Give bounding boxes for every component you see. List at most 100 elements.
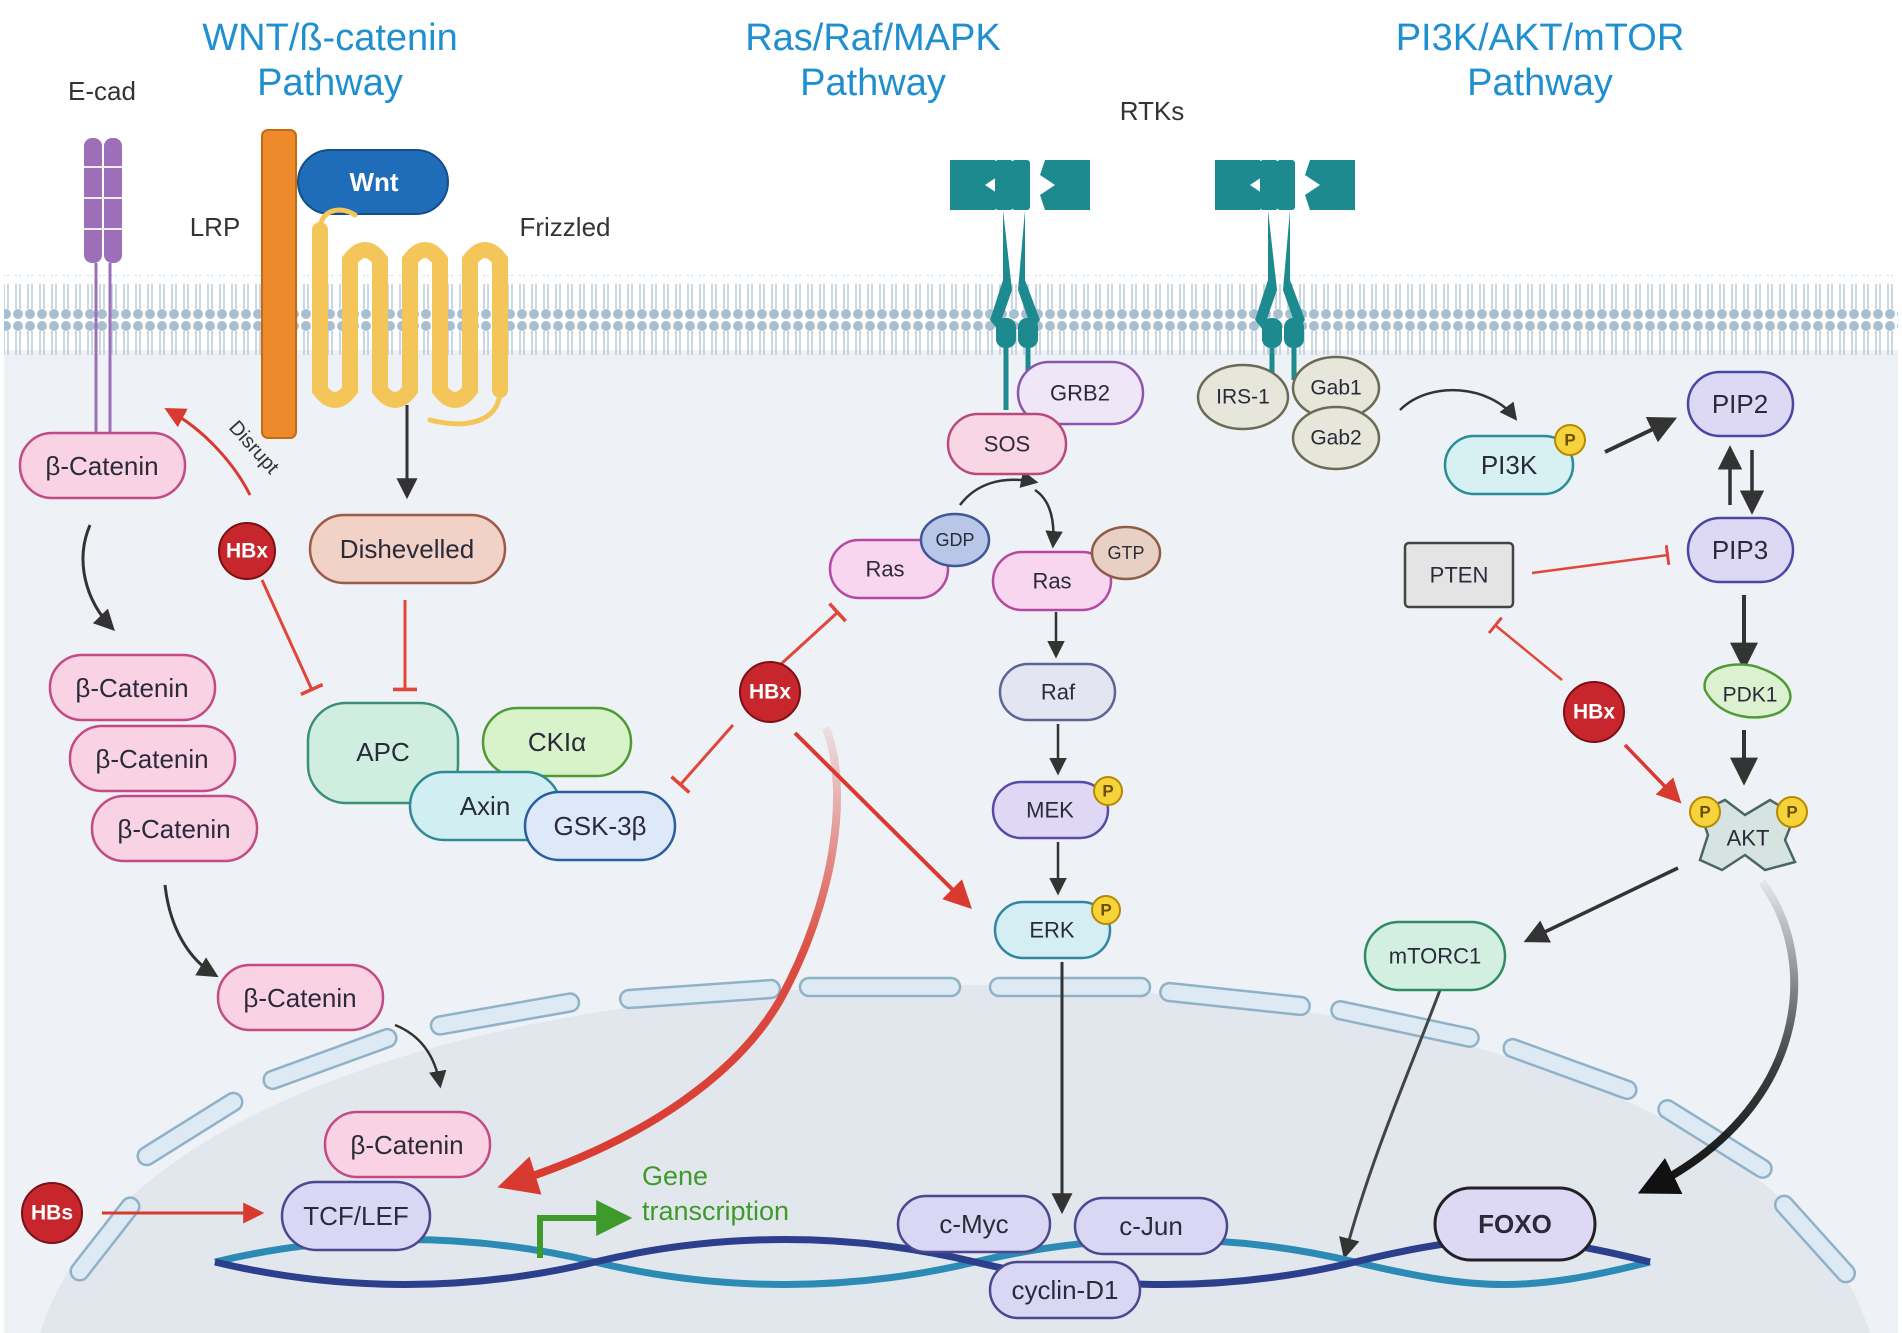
nuclear-envelope xyxy=(69,976,1857,1284)
gene-label: Gene xyxy=(642,1161,708,1191)
pip3: PIP3 xyxy=(1686,516,1795,584)
svg-text:GRB2: GRB2 xyxy=(1050,381,1110,406)
svg-text:P: P xyxy=(1786,803,1797,822)
lrp-receptor xyxy=(261,129,297,439)
foxo: FOXO xyxy=(1433,1186,1597,1262)
wnt-pathway-title: WNT/ß-catenin xyxy=(202,17,457,59)
svg-text:mTORC1: mTORC1 xyxy=(1389,944,1482,969)
svg-text:cyclin-D1: cyclin-D1 xyxy=(1012,1275,1119,1305)
beta-catenin-cytoplasm: β-Catenin xyxy=(216,963,385,1032)
svg-text:HBx: HBx xyxy=(1573,701,1615,724)
svg-text:TCF/LEF: TCF/LEF xyxy=(303,1201,408,1231)
sos: SOS xyxy=(946,412,1068,476)
svg-text:β-Catenin: β-Catenin xyxy=(243,983,356,1013)
gab1: Gab1 xyxy=(1291,355,1381,421)
dna-helix xyxy=(214,1236,1651,1288)
svg-text:P: P xyxy=(1100,901,1111,920)
apc: APC xyxy=(306,701,460,805)
hbs-badge: HBs xyxy=(21,1182,83,1244)
svg-text:Gab1: Gab1 xyxy=(1310,377,1361,400)
svg-text:c-Myc: c-Myc xyxy=(939,1209,1008,1239)
svg-text:PI3K: PI3K xyxy=(1481,450,1538,480)
beta-catenin-stack-1: β-Catenin xyxy=(48,653,217,722)
svg-text:PIP2: PIP2 xyxy=(1712,389,1768,419)
frizzled-receptor xyxy=(312,207,508,427)
gene-transcription-arrow xyxy=(537,1200,633,1258)
svg-text:c-Jun: c-Jun xyxy=(1119,1211,1183,1241)
dishevelled: Dishevelled xyxy=(308,513,507,585)
gsk3b: GSK-3β xyxy=(523,790,677,862)
pi3k-connectors xyxy=(1339,388,1799,1260)
erk-phospho xyxy=(1091,895,1121,925)
svg-text:Gab2: Gab2 xyxy=(1310,427,1361,450)
ras-pathway-title: Ras/Raf/MAPK xyxy=(745,17,1001,59)
svg-text:P: P xyxy=(1102,782,1113,801)
ras-pathway-title-2: Pathway xyxy=(800,62,946,104)
svg-text:β-Catenin: β-Catenin xyxy=(350,1130,463,1160)
svg-text:HBs: HBs xyxy=(31,1202,73,1225)
beta-catenin-stack-2: β-Catenin xyxy=(68,724,237,793)
wnt-connectors xyxy=(81,405,447,1224)
svg-text:GDP: GDP xyxy=(935,530,974,550)
ckia: CKIα xyxy=(481,706,633,778)
lrp-label: LRP xyxy=(190,212,241,242)
svg-text:Axin: Axin xyxy=(460,791,511,821)
svg-text:ERK: ERK xyxy=(1029,918,1075,943)
frizzled-label: Frizzled xyxy=(519,212,610,242)
mek: MEK P xyxy=(991,776,1123,840)
destruction-complex: CKIα APC Axin GSK-3β xyxy=(306,701,677,862)
pathway-titles: WNT/ß-catenin Pathway Ras/Raf/MAPK Pathw… xyxy=(202,17,1684,104)
svg-text:SOS: SOS xyxy=(984,432,1030,457)
svg-text:Ras: Ras xyxy=(1032,569,1071,594)
beta-catenin-membrane: β-Catenin xyxy=(18,431,187,500)
svg-text:CKIα: CKIα xyxy=(528,727,586,757)
raf: Raf xyxy=(998,662,1117,722)
ras-gdp: Ras xyxy=(828,538,950,600)
svg-text:Wnt: Wnt xyxy=(349,167,398,197)
erk: ERK P xyxy=(993,895,1121,960)
pip2: PIP2 xyxy=(1686,370,1795,438)
ras-gtp: Ras xyxy=(991,550,1113,612)
pdk1: PDK1 xyxy=(1703,663,1792,719)
pi3k: PI3K P xyxy=(1443,424,1586,496)
hbx-wnt-badge: HBx xyxy=(218,522,276,580)
svg-text:HBx: HBx xyxy=(749,681,791,704)
grb2: GRB2 xyxy=(1016,360,1145,426)
pten: PTEN xyxy=(1403,541,1515,609)
svg-text:P: P xyxy=(1564,431,1575,450)
svg-text:β-Catenin: β-Catenin xyxy=(75,673,188,703)
rtk-receptor-2 xyxy=(1215,160,1355,380)
c-jun: c-Jun xyxy=(1073,1196,1229,1256)
c-myc: c-Myc xyxy=(896,1194,1052,1254)
svg-text:Raf: Raf xyxy=(1041,680,1076,705)
svg-text:PDK1: PDK1 xyxy=(1723,684,1778,707)
wnt-ligand: Wnt xyxy=(297,149,449,215)
hbx-ras-badge: HBx xyxy=(739,661,801,723)
beta-catenin-stack-3: β-Catenin xyxy=(90,794,259,863)
wnt-pathway-title-2: Pathway xyxy=(257,62,403,104)
svg-text:GTP: GTP xyxy=(1107,543,1144,563)
mek-phospho xyxy=(1093,776,1123,806)
svg-text:β-Catenin: β-Catenin xyxy=(117,814,230,844)
svg-text:β-Catenin: β-Catenin xyxy=(45,451,158,481)
svg-text:PTEN: PTEN xyxy=(1430,563,1489,588)
svg-text:HBx: HBx xyxy=(226,540,268,563)
svg-text:FOXO: FOXO xyxy=(1478,1209,1552,1239)
irs1: IRS-1 xyxy=(1196,363,1290,431)
beta-catenin-nucleus: β-Catenin xyxy=(323,1110,492,1179)
ecad-receptor xyxy=(84,138,122,440)
svg-text:P: P xyxy=(1699,803,1710,822)
svg-text:Dishevelled: Dishevelled xyxy=(340,534,474,564)
svg-text:IRS-1: IRS-1 xyxy=(1216,386,1270,409)
cyclin-d1: cyclin-D1 xyxy=(988,1260,1142,1320)
akt: AKT P P xyxy=(1689,796,1808,872)
pi3k-pathway-title: PI3K/AKT/mTOR xyxy=(1396,17,1685,59)
rtks-label: RTKs xyxy=(1120,96,1185,126)
gdp: GDP xyxy=(919,512,991,568)
transcription-label: transcription xyxy=(642,1196,789,1226)
mtorc1: mTORC1 xyxy=(1363,920,1507,992)
svg-text:Ras: Ras xyxy=(865,557,904,582)
svg-text:β-Catenin: β-Catenin xyxy=(95,744,208,774)
tcf-lef: TCF/LEF xyxy=(280,1180,432,1252)
